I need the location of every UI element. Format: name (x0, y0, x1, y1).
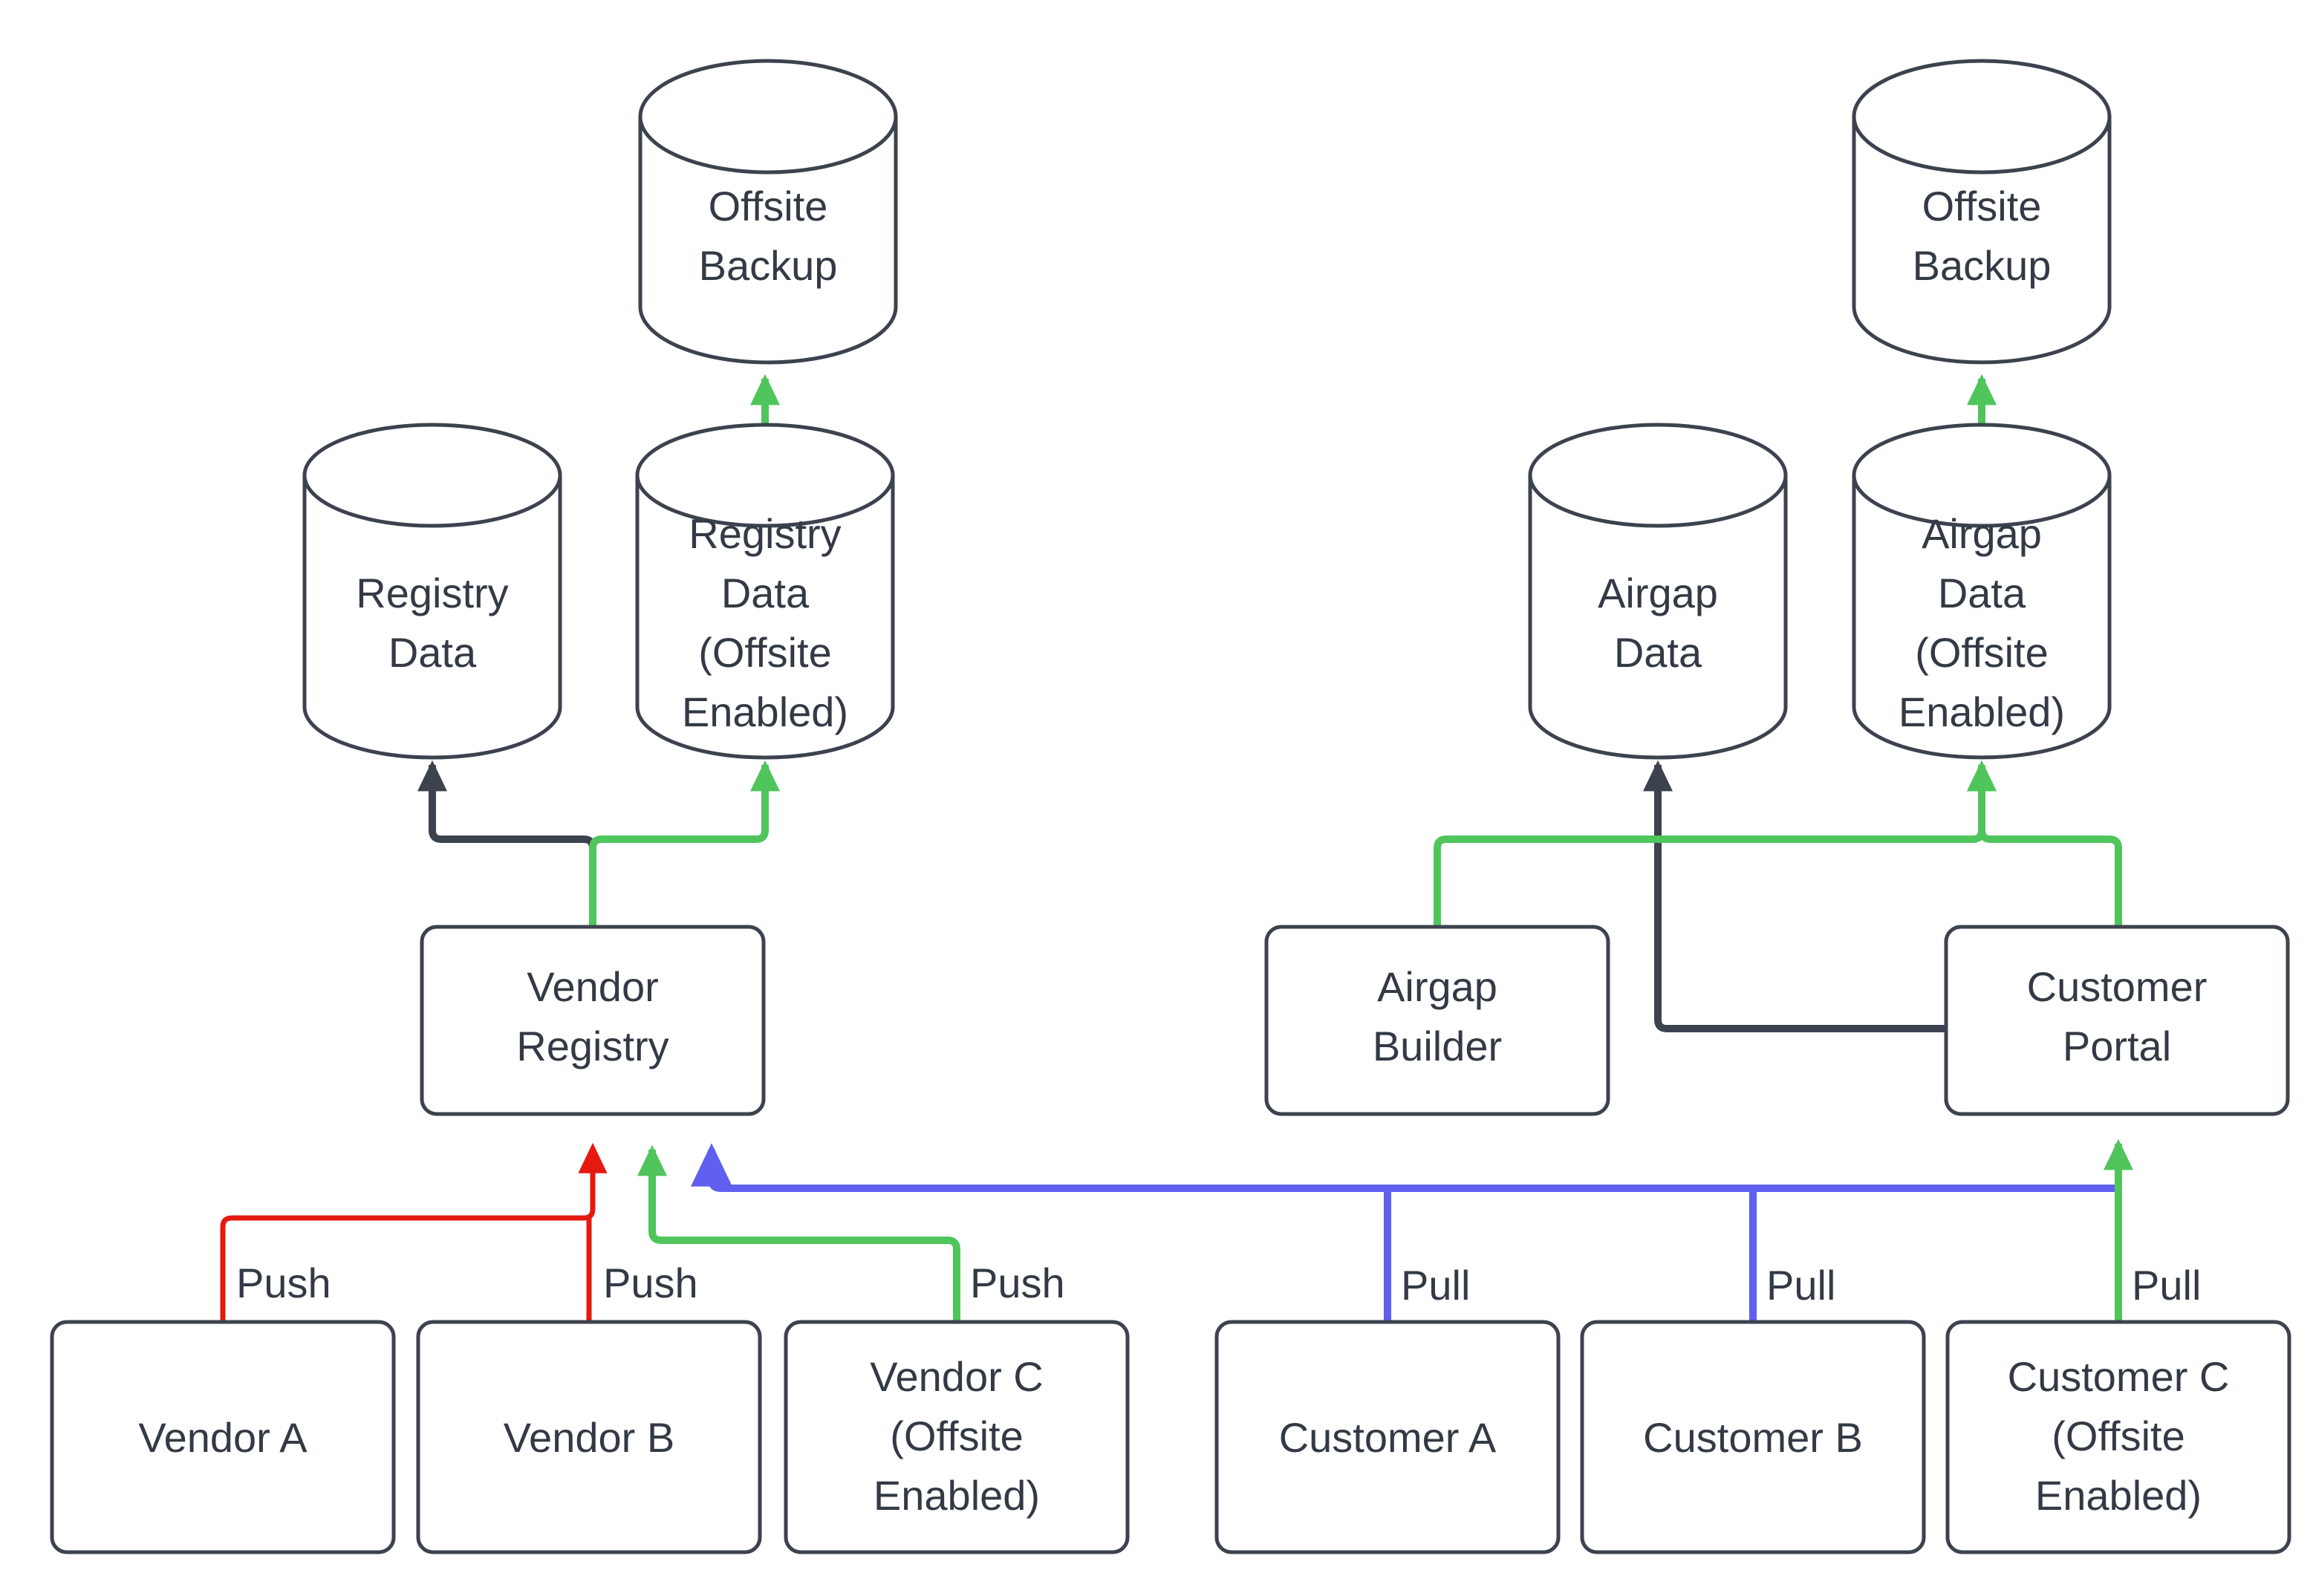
customer-a-box (1214, 1320, 1561, 1554)
customer-b-text-1: Customer B (1643, 1414, 1863, 1461)
edge-label-vendor-b-push: Push (603, 1260, 698, 1306)
node-registry-data-group[interactable]: Registry Data (302, 423, 562, 760)
edge-path-portal-to-registry (691, 1143, 2118, 1192)
offsite-backup-right-text-1: Offsite (1922, 183, 2042, 229)
vendor-c-text-2: (Offsite (890, 1413, 1023, 1459)
edge-label-vendor-a-push: Push (236, 1260, 331, 1306)
edge-path-vendor-a-push (220, 1142, 608, 1322)
vendor-c-text-3: Enabled) (874, 1472, 1040, 1519)
node-airgap-data-offsite-group[interactable]: Airgap Data (Offsite Enabled) (1852, 423, 2112, 760)
registry-data-cyl-body (302, 473, 562, 760)
airgap-data-offsite-text-3: (Offsite (1915, 629, 2048, 676)
edge-path-portal-to-airgap-data (1643, 760, 1946, 1032)
vendor-registry-text-2: Registry (516, 1023, 668, 1069)
node-customer-c-group[interactable]: Customer C (Offsite Enabled) (1945, 1320, 2291, 1554)
registry-data-cyl-top (302, 423, 562, 528)
customer-c-box (1945, 1320, 2291, 1554)
airgap-data-text-2: Data (1614, 629, 1702, 676)
registry-data-offsite-cyl-body (635, 473, 895, 760)
customer-c-text-2: (Offsite (2052, 1413, 2184, 1459)
node-vendor-c-group[interactable]: Vendor C (Offsite Enabled) (784, 1320, 1130, 1554)
offsite-backup-left-cyl-body (638, 114, 898, 365)
node-vendor-a-group[interactable]: Vendor A (50, 1320, 396, 1554)
node-airgap-data-group[interactable]: Airgap Data (1528, 423, 1788, 760)
offsite-backup-left-text-1: Offsite (709, 183, 828, 229)
vendor-a-text-1: Vendor A (138, 1414, 308, 1461)
offsite-backup-right-text-2: Backup (1913, 242, 2052, 289)
node-airgap-builder-group[interactable]: Airgap Builder (1264, 925, 1610, 1116)
edge-label-customer-c-pull: Pull (2132, 1262, 2201, 1309)
airgap-data-offsite-text-1: Airgap (1922, 510, 2042, 557)
customer-portal-box (1944, 925, 2290, 1116)
airgap-data-cyl-body (1528, 473, 1788, 760)
node-vendor-registry-group[interactable]: Vendor Registry (420, 925, 766, 1116)
node-registry-data-offsite-group[interactable]: Registry Data (Offsite Enabled) (635, 423, 895, 760)
registry-data-offsite-text-1: Registry (689, 510, 841, 557)
airgap-builder-text-2: Builder (1373, 1023, 1502, 1069)
airgap-data-cyl-top (1528, 423, 1788, 528)
registry-data-offsite-text-3: (Offsite (698, 629, 831, 676)
node-customer-a-group[interactable]: Customer A (1214, 1320, 1561, 1554)
airgap-data-offsite-text-2: Data (1938, 570, 2026, 616)
airgap-builder-text-1: Airgap (1377, 963, 1497, 1010)
registry-data-offsite-text-4: Enabled) (682, 688, 848, 735)
node-customer-b-group[interactable]: Customer B (1580, 1320, 1926, 1554)
vendor-b-text-1: Vendor B (504, 1414, 674, 1461)
vendor-registry-box (420, 925, 766, 1116)
customer-portal-text-2: Portal (2063, 1023, 2171, 1069)
edge-path-registry-to-registry-data-offsite (589, 760, 780, 927)
airgap-data-text-1: Airgap (1598, 570, 1718, 616)
airgap-builder-box (1264, 925, 1610, 1116)
offsite-backup-left-cyl-top (638, 59, 898, 175)
offsite-backup-right-cyl-body (1852, 114, 2112, 365)
offsite-backup-left-text-2: Backup (699, 242, 838, 289)
airgap-data-offsite-text-4: Enabled) (1899, 688, 2065, 735)
customer-portal-text-1: Customer (2027, 963, 2208, 1010)
vendor-b-box (416, 1320, 762, 1554)
vendor-registry-text-1: Vendor (527, 963, 659, 1010)
vendor-a-box (50, 1320, 396, 1554)
customer-b-box (1580, 1320, 1926, 1554)
airgap-data-offsite-cyl-body (1852, 473, 2112, 760)
vendor-c-box (784, 1320, 1130, 1554)
registry-data-offsite-cyl-top (635, 423, 895, 528)
edge-path-portal-to-airgap-offsite (1967, 760, 2122, 927)
registry-data-text-2: Data (388, 629, 477, 676)
customer-a-text-1: Customer A (1279, 1414, 1497, 1461)
node-vendor-b-group[interactable]: Vendor B (416, 1320, 762, 1554)
registry-data-offsite-text-2: Data (721, 570, 810, 616)
edge-label-customer-a-pull: Pull (1401, 1262, 1470, 1309)
edge-label-vendor-c-push: Push (970, 1260, 1065, 1306)
airgap-data-offsite-cyl-top (1852, 423, 2112, 528)
node-offsite-backup-right-group[interactable]: Offsite Backup (1852, 59, 2112, 365)
offsite-backup-right-cyl-top (1852, 59, 2112, 175)
customer-c-text-3: Enabled) (2035, 1472, 2202, 1519)
edge-label-customer-b-pull: Pull (1766, 1262, 1835, 1309)
node-customer-portal-group[interactable]: Customer Portal (1944, 925, 2290, 1116)
node-offsite-backup-left-group[interactable]: Offsite Backup (638, 59, 898, 365)
edge-path-vendor-c-push (637, 1144, 960, 1322)
vendor-c-text-1: Vendor C (870, 1353, 1044, 1400)
registry-data-text-1: Registry (356, 570, 508, 616)
customer-c-text-1: Customer C (2008, 1353, 2230, 1400)
